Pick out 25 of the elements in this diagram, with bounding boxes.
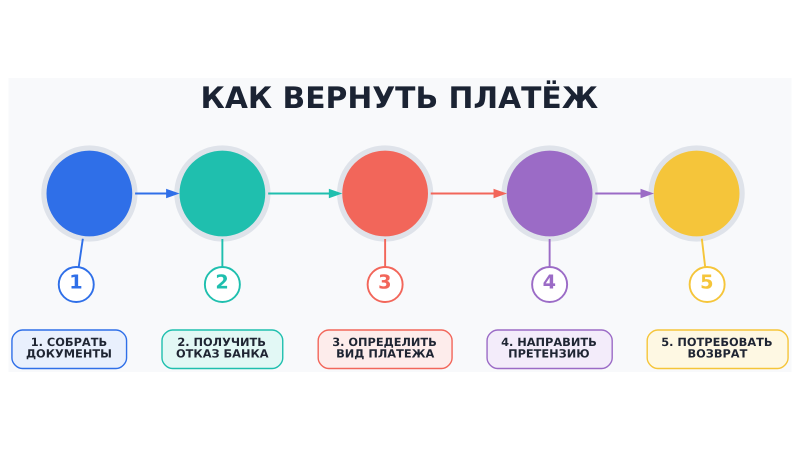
node-circle (502, 145, 598, 242)
node-circle: 5 (688, 266, 726, 303)
arrow (595, 188, 654, 198)
connector (700, 238, 706, 267)
node-box: 1. СОБРАТЬ ДОКУМЕНТЫ (11, 329, 128, 370)
arrow (430, 188, 508, 198)
node-box: 5. ПОТРЕБОВАТЬ ВОЗВРАТ (646, 329, 789, 370)
node-box: 2. ПОЛУЧИТЬ ОТКАЗ БАНКА (161, 329, 284, 370)
diagram-title: КАК ВЕРНУТЬ ПЛАТЁЖ (200, 80, 598, 116)
node-circle (648, 145, 745, 242)
connector (221, 239, 224, 267)
node-circle: 4 (531, 266, 568, 303)
arrow (268, 188, 342, 198)
node-circle (337, 145, 434, 242)
node-circle: 3 (366, 266, 404, 303)
connector (78, 238, 84, 268)
node-circle (174, 145, 270, 242)
connector (384, 239, 386, 267)
node-box: 3. ОПРЕДЕЛИТЬ ВИД ПЛАТЕЖА (317, 329, 453, 370)
connector (548, 239, 551, 267)
node-box: 4. НАПРАВИТЬ ПРЕТЕНЗИЮ (486, 329, 613, 370)
node-circle (41, 145, 138, 242)
arrow (135, 188, 180, 198)
node-circle: 2 (204, 266, 241, 303)
node-circle: 1 (58, 266, 95, 303)
